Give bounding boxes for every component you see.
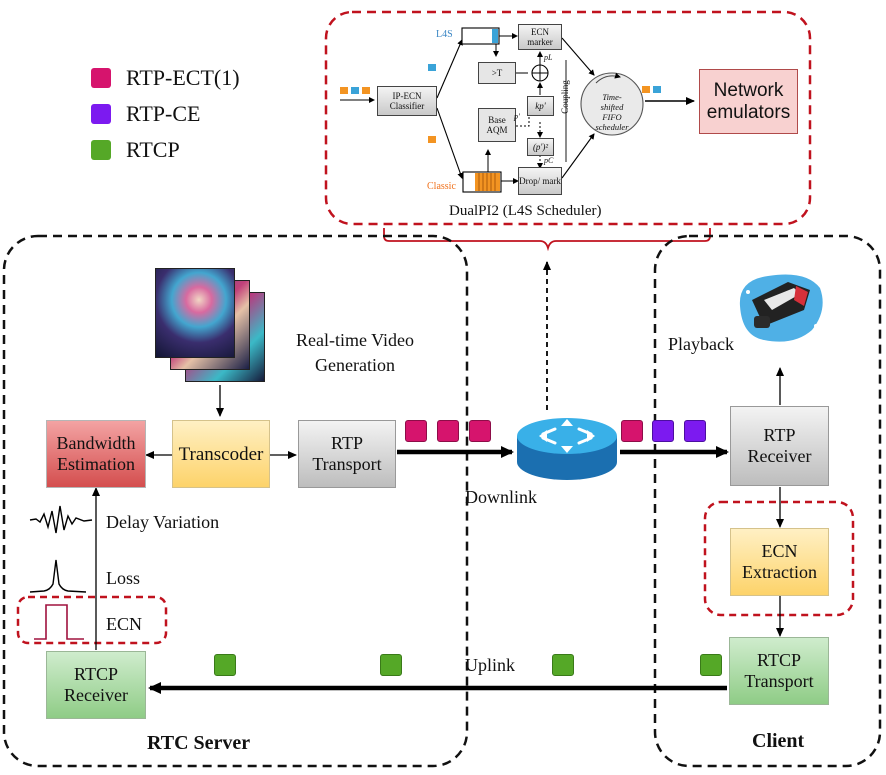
classic-label: Classic bbox=[427, 181, 456, 192]
vr-headset-icon bbox=[739, 274, 823, 342]
rtp-ect1-packet bbox=[405, 420, 427, 442]
pl-label: pL bbox=[544, 53, 553, 62]
rtcp-packet bbox=[552, 654, 574, 676]
downlink-label: Downlink bbox=[465, 487, 537, 507]
scheduler-caption: DualPI2 (L4S Scheduler) bbox=[449, 203, 602, 219]
kp-box: kp' bbox=[527, 96, 554, 116]
rtp-receiver-box: RTP Receiver bbox=[730, 406, 829, 486]
ecn-extraction-highlight bbox=[703, 500, 855, 617]
delay-variation-signal bbox=[29, 505, 93, 534]
video-frame bbox=[155, 268, 235, 358]
p-prime-label: p' bbox=[514, 112, 520, 121]
p-square-box: (p')² bbox=[527, 138, 554, 156]
legend-swatch-rtp-ce bbox=[91, 104, 111, 124]
legend-label-rtcp: RTCP bbox=[126, 137, 180, 162]
threshold-box: >T bbox=[478, 62, 516, 84]
rtcp-packet bbox=[214, 654, 236, 676]
ecn-signal-highlight bbox=[16, 595, 168, 645]
uplink-label: Uplink bbox=[465, 655, 516, 675]
ecn-signal bbox=[34, 604, 84, 640]
legend-label-rtp-ce: RTP-CE bbox=[126, 101, 201, 126]
l4s-label: L4S bbox=[436, 29, 453, 40]
rtp-ect1-packet bbox=[437, 420, 459, 442]
playback-label: Playback bbox=[668, 334, 734, 354]
rtcp-transport-box: RTCP Transport bbox=[729, 637, 829, 705]
legend-swatch-rtp-ect1 bbox=[91, 68, 111, 88]
ecn-marker: ECN marker bbox=[518, 24, 562, 50]
drop-mark: Drop/ mark bbox=[518, 167, 562, 195]
loss-label: Loss bbox=[106, 568, 141, 588]
rtp-ect1-packet bbox=[621, 420, 643, 442]
rtp-transport-box: RTP Transport bbox=[298, 420, 396, 488]
video-generation-label: Real-time Video Generation bbox=[295, 330, 415, 375]
rtcp-packet bbox=[380, 654, 402, 676]
rtcp-packet bbox=[700, 654, 722, 676]
rtc-server-region bbox=[2, 234, 469, 768]
rtc-server-title: RTC Server bbox=[147, 732, 251, 754]
rtcp-receiver-box: RTCP Receiver bbox=[46, 651, 146, 719]
loss-signal bbox=[29, 559, 87, 593]
rtp-ce-packet bbox=[652, 420, 674, 442]
fifo-scheduler: Time-shifted FIFO scheduler bbox=[595, 92, 629, 132]
scheduler-region bbox=[324, 10, 812, 226]
coupling-label: Coupling bbox=[559, 80, 570, 114]
legend-label-rtp-ect1: RTP-ECT(1) bbox=[126, 65, 240, 90]
client-title: Client bbox=[752, 730, 805, 752]
scheduler-brace bbox=[383, 228, 711, 252]
delay-variation-label: Delay Variation bbox=[106, 512, 220, 532]
router-icon bbox=[517, 418, 617, 480]
ip-ecn-classifier: IP-ECN Classifier bbox=[377, 86, 437, 116]
network-emulators: Network emulators bbox=[699, 69, 798, 134]
pc-label: pC bbox=[544, 156, 554, 165]
client-region bbox=[653, 234, 882, 768]
ecn-extraction-box: ECN Extraction bbox=[730, 528, 829, 596]
rtp-ce-packet bbox=[684, 420, 706, 442]
rtp-ect1-packet bbox=[469, 420, 491, 442]
legend-swatch-rtcp bbox=[91, 140, 111, 160]
bandwidth-estimation-box: Bandwidth Estimation bbox=[46, 420, 146, 488]
base-aqm: Base AQM bbox=[478, 108, 516, 142]
ecn-label: ECN bbox=[106, 614, 142, 634]
transcoder-box: Transcoder bbox=[172, 420, 270, 488]
